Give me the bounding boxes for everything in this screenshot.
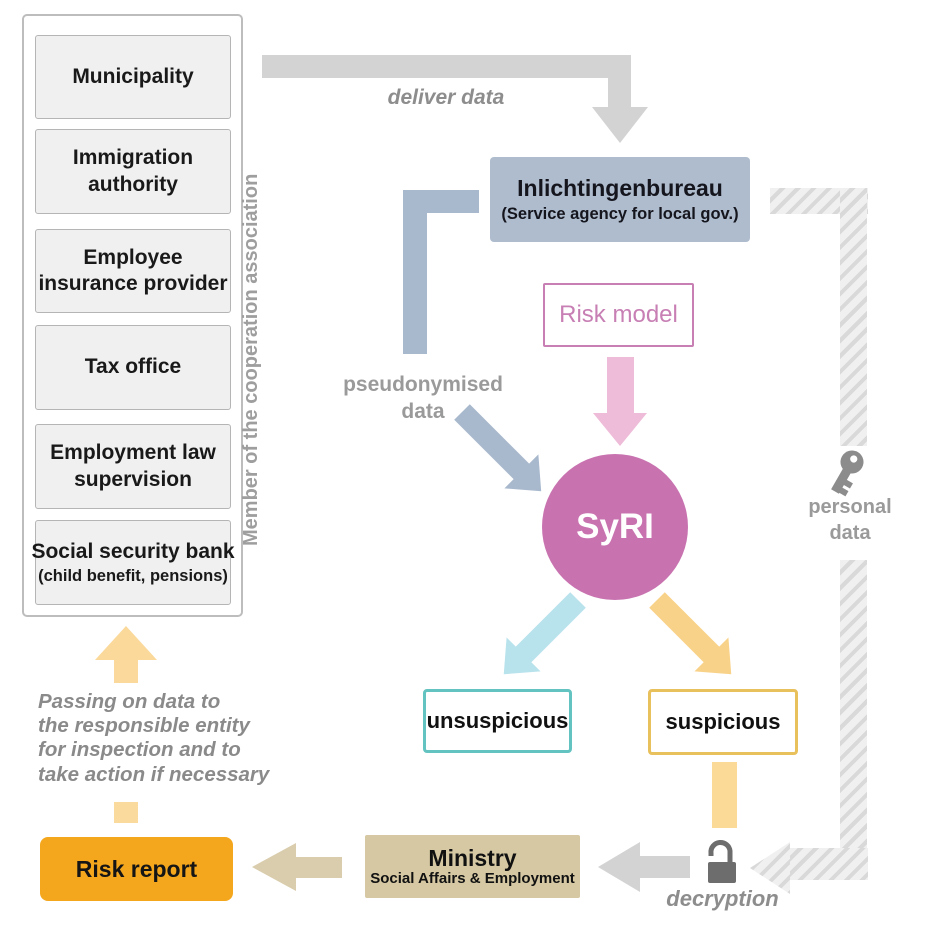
unsuspicious-arrow [503,592,586,675]
member-label: Social security bank [31,539,235,563]
unsuspicious-label: unsuspicious [426,708,569,733]
feedback-arrow-up [95,626,157,683]
personal-data-duct-bottom [788,848,868,880]
member-label: Employment law [50,441,216,465]
syri-label: SyRI [576,507,654,546]
pseudonymised-data-arrow [454,404,542,492]
member-sublabel: (child benefit, pensions) [38,566,228,585]
syri-circle: SyRI [542,454,688,600]
risk-model-arrow [593,357,647,446]
risk-model-box: Risk model [543,283,694,347]
member-label: Tax office [84,355,182,379]
member-box-employee-insurance-provider: Employee insurance provider [35,229,231,313]
inlichtingenbureau-subtitle: (Service agency for local gov.) [501,205,739,223]
inlichtingenbureau-box: Inlichtingenbureau (Service agency for l… [490,157,750,242]
member-label: authority [88,172,178,196]
risk-report-arrow [252,843,342,891]
inlichtingenbureau-title: Inlichtingenbureau [517,175,723,201]
deliver-data-arrow [262,55,648,143]
member-label: Immigration [72,146,194,170]
ministry-box: Ministry Social Affairs & Employment [365,835,580,898]
suspicious-arrow [649,592,732,675]
member-box-employment-law-supervision: Employment law supervision [35,424,231,509]
risk-report-label: Risk report [75,855,198,882]
cooperation-panel: Municipality Immigration authority Emplo… [22,14,243,617]
personal-data-duct-upper [840,188,867,446]
unsuspicious-box: unsuspicious [423,689,572,753]
personal-data-duct-lower [840,560,867,880]
member-box-social-security-bank: Social security bank (child benefit, pen… [31,520,235,605]
personal-data-label: personal data [808,496,892,544]
key-icon [831,450,864,497]
pseudonymised-elbow [403,190,479,354]
member-box-immigration-authority: Immigration authority [35,129,231,214]
suspicious-label: suspicious [665,709,781,734]
suspicious-box: suspicious [648,689,798,755]
member-label: Municipality [72,64,194,88]
risk-model-label: Risk model [559,301,678,328]
unlock-icon [708,840,736,883]
risk-report-box: Risk report [40,837,233,901]
member-label: supervision [74,467,192,491]
suspicious-flow-bar [712,762,737,828]
member-box-municipality: Municipality [35,35,231,119]
member-label: insurance provider [38,272,228,295]
member-box-tax-office: Tax office [35,325,231,410]
feedback-arrow-dash [114,802,138,823]
pseudonymised-data-label: pseudonymised data [343,373,503,424]
ministry-arrow [598,842,690,892]
member-label: Employee [83,245,183,269]
deliver-data-label: deliver data [387,86,505,109]
cooperation-side-label: Member of the cooperation association [240,173,262,547]
ministry-title: Ministry [428,844,517,871]
decryption-label: decryption [666,886,779,911]
passing-note: Passing on data to the responsible entit… [38,690,270,786]
ministry-subtitle: Social Affairs & Employment [370,870,575,888]
